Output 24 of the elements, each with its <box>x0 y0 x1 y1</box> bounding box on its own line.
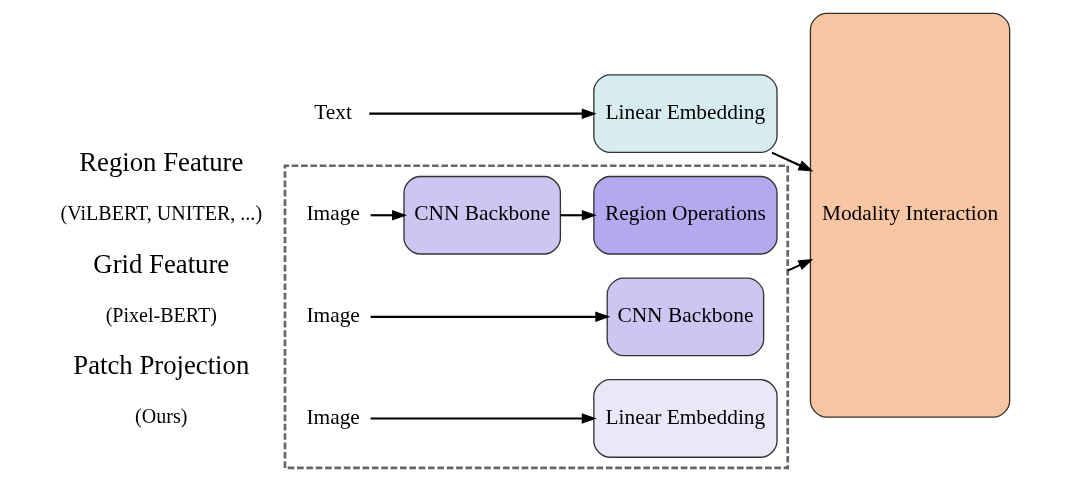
node-text: Image <box>306 201 360 226</box>
label: (ViLBERT, UNITER, ...) <box>60 201 263 224</box>
label: (Pixel-BERT) <box>105 303 217 326</box>
label: Grid Feature <box>93 248 230 279</box>
arrow <box>370 311 611 323</box>
node-text: Image <box>306 302 360 327</box>
label: Region Feature <box>79 147 244 178</box>
node-text: Text <box>314 99 352 124</box>
node-box: Linear Embedding <box>593 379 778 458</box>
arrow <box>787 258 814 272</box>
arrow <box>370 413 597 424</box>
node-box: CNN Backbone <box>606 277 765 357</box>
node-box: Region Operations <box>593 175 778 255</box>
cluster <box>283 164 790 470</box>
arrow <box>370 210 408 221</box>
node-text: Image <box>306 404 360 429</box>
arrow <box>369 108 597 119</box>
arrow <box>771 151 814 172</box>
label: (Ours) <box>135 405 188 428</box>
node-box: Linear Embedding <box>593 74 778 154</box>
node-box: Modality Interaction <box>809 12 1011 418</box>
node-box: CNN Backbone <box>403 175 562 255</box>
label: Patch Projection <box>73 350 250 381</box>
arrow <box>560 210 597 221</box>
